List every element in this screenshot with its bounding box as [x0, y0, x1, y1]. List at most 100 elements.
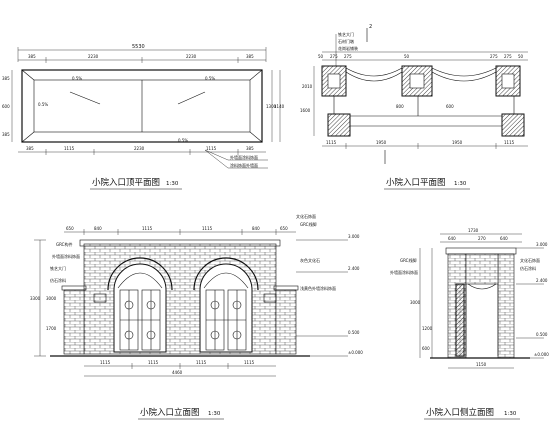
- front-top-dim-3: 1115: [142, 226, 153, 231]
- front-bottom-dim-1: 1115: [100, 360, 111, 365]
- front-elevation-caption: 小院入口立面图: [140, 407, 200, 418]
- side-level-4: ±0.000: [534, 352, 549, 357]
- floor-plan-drawing: 2 50 275 275 50 275 275 50 2010 1600 80: [300, 24, 528, 190]
- side-top-dim-1: 1730: [468, 228, 479, 233]
- floor-side-dim-2: 1600: [300, 108, 311, 113]
- floor-note-2: 石材门墩: [338, 38, 354, 44]
- front-callout-5: 文化石饰面: [296, 213, 316, 219]
- front-gate-right: [193, 257, 259, 353]
- roof-plan-scale: 1:30: [166, 181, 179, 187]
- front-left-wing: [63, 289, 85, 355]
- roof-bottom-dim-4: 1115: [206, 146, 217, 151]
- roof-bottom-dim-5: 385: [246, 146, 254, 151]
- roof-top-dim-4: 385: [246, 54, 254, 59]
- front-elevation-scale: 1:30: [208, 411, 221, 417]
- floor-top-dim-5: 275: [490, 54, 498, 59]
- roof-bottom-dim-3: 2230: [134, 146, 145, 151]
- front-plaque-left: [93, 293, 107, 303]
- floor-top-dim-6: 275: [504, 54, 512, 59]
- roof-top-dim-1: 385: [28, 54, 36, 59]
- front-callout-4: 仿石涂料: [50, 277, 66, 283]
- floor-top-dim-4: 50: [404, 54, 410, 59]
- side-elevation-caption: 小院入口侧立面图: [426, 407, 494, 418]
- roof-right-dim-2: 1140: [274, 104, 285, 109]
- floor-column-bottom-left: [327, 113, 351, 137]
- roof-top-dim-2: 2230: [88, 54, 99, 59]
- floor-side-dim-4: 600: [446, 104, 454, 109]
- front-top-dim-2: 840: [94, 226, 102, 231]
- floor-bottom-dim-4: 1115: [504, 140, 515, 145]
- front-bottom-dim-4: 1115: [244, 360, 255, 365]
- front-bottom-dim-3: 1115: [196, 360, 207, 365]
- front-callout-6: GRC线脚: [300, 221, 316, 227]
- roof-slope-4: 0.5%: [178, 138, 188, 143]
- front-callout-7: 灰色文化石: [300, 257, 320, 263]
- front-top-dim-4: 1115: [202, 226, 213, 231]
- front-level-2: 2.400: [348, 266, 360, 271]
- side-left-dim-1: 3000: [410, 300, 421, 305]
- floor-bottom-dim-2: 1950: [376, 140, 387, 145]
- side-top-dim-2: 640: [448, 236, 456, 241]
- front-callout-1: GRC构件: [56, 241, 72, 247]
- front-right-wing: [275, 289, 297, 355]
- side-section-cut: [455, 283, 465, 357]
- side-callout-2: 外墙面涂料饰面: [390, 269, 418, 275]
- front-plaque-right: [263, 293, 277, 303]
- front-left-dim-3: 1700: [46, 326, 57, 331]
- front-top-dim-1: 650: [66, 226, 74, 231]
- roof-right-dim-1: 1300: [266, 104, 277, 109]
- front-level-3: 0.500: [348, 330, 360, 335]
- roof-bottom-dim-2: 1115: [64, 146, 75, 151]
- roof-overall-dim: 5530: [132, 44, 145, 50]
- roof-plan-caption: 小院入口顶平面图: [92, 177, 160, 188]
- roof-outline: [21, 69, 263, 143]
- front-callout-8: 浅黄色外墙涂料饰面: [300, 285, 336, 291]
- floor-top-dim-3: 275: [344, 54, 352, 59]
- floor-top-dim-2: 275: [330, 54, 338, 59]
- floor-plan-caption: 小院入口平面图: [386, 177, 446, 188]
- front-level-marks: 3.000 2.400 0.500 ±0.000: [296, 234, 363, 357]
- floor-top-dim-1: 50: [318, 54, 324, 59]
- roof-note-1: 外墙面涂料饰面: [230, 154, 258, 160]
- front-bottom-dim-2: 1115: [148, 360, 159, 365]
- side-left-dim-3: 600: [422, 346, 430, 351]
- front-callout-2: 外墙面涂料饰面: [52, 253, 80, 259]
- side-level-1: 3.000: [536, 242, 548, 247]
- floor-column-bottom-right: [501, 113, 525, 137]
- floor-top-dim-7: 50: [518, 54, 524, 59]
- side-elevation-scale: 1:30: [504, 411, 517, 417]
- roof-plan-drawing: 5530 385 2230 2230 385 0.5% 0.5% 0.5% 0.…: [2, 44, 285, 190]
- front-left-dim-2: 3000: [46, 296, 57, 301]
- roof-bottom-dim-1: 385: [26, 146, 34, 151]
- front-overall-dim: 4460: [172, 370, 183, 375]
- side-top-dim-3: 270: [478, 236, 486, 241]
- side-bottom-dim-1: 1150: [476, 362, 487, 367]
- front-level-4: ±0.000: [348, 350, 363, 355]
- front-top-dim-5: 840: [252, 226, 260, 231]
- roof-left-dim-1: 385: [2, 76, 10, 81]
- roof-note-2: 涂料饰面外墙面: [230, 162, 258, 168]
- side-left-dim-2: 1200: [422, 326, 433, 331]
- floor-note-3: 花岗岩铺装: [338, 45, 358, 51]
- floor-bottom-dim-1: 1115: [326, 140, 337, 145]
- side-upper-band: [465, 253, 499, 285]
- roof-slope-2: 0.5%: [38, 102, 48, 107]
- floor-column-top-mid: [401, 65, 433, 97]
- side-elevation-drawing: 1730 640 270 640 3000 1200 600 3.000 2.4…: [390, 228, 549, 420]
- side-pier-right: [497, 253, 515, 359]
- floor-note-1: 铁艺大门: [338, 31, 354, 37]
- roof-left-dim-2: 600: [2, 104, 10, 109]
- floor-plan-scale: 1:30: [454, 181, 467, 187]
- roof-left-dim-3: 385: [2, 132, 10, 137]
- roof-slope-1: 0.5%: [72, 76, 82, 81]
- front-gate-left: [107, 257, 173, 353]
- floor-bottom-dim-3: 1950: [452, 140, 463, 145]
- side-callout-4: 仿石涂料: [520, 265, 536, 271]
- side-level-3: 0.500: [536, 332, 548, 337]
- side-callout-3: 文化石饰面: [520, 257, 540, 263]
- front-top-dim-6: 650: [280, 226, 288, 231]
- floor-section-marker: 2: [369, 24, 372, 30]
- side-top-dim-4: 640: [500, 236, 508, 241]
- side-callout-1: GRC线脚: [400, 257, 416, 263]
